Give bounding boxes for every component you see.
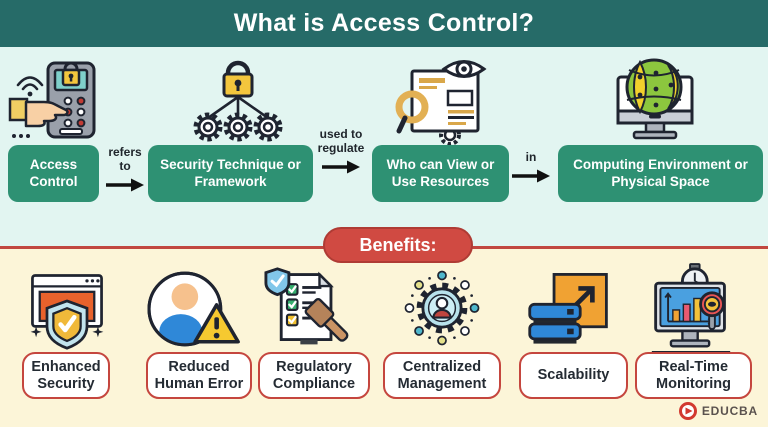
benefit-label: Centralized Management	[397, 358, 487, 392]
gear-network-icon	[404, 270, 480, 346]
connector-label: in	[525, 150, 537, 164]
monitor-chart-icon	[651, 263, 731, 353]
flow-node-label: Computing Environment or Physical Space	[573, 156, 748, 189]
benefit-scalability: Scalability	[519, 352, 628, 399]
flow-node-security-technique: Security Technique or Framework	[148, 145, 313, 202]
benefit-regulatory-compliance: Regulatory Compliance	[258, 352, 370, 399]
card-reader-icon	[8, 61, 96, 139]
shield-browser-icon	[30, 274, 104, 350]
page-title: What is Access Control?	[233, 9, 535, 37]
arrow-right-icon	[106, 178, 144, 192]
benefit-label: Regulatory Compliance	[272, 358, 356, 392]
benefit-reduced-human-error: Reduced Human Error	[146, 352, 252, 399]
benefit-centralized-management: Centralized Management	[383, 352, 501, 399]
computer-globe-icon	[616, 58, 694, 140]
user-warning-icon	[147, 271, 240, 347]
arrow-right-icon	[322, 160, 360, 174]
document-view-icon	[395, 60, 487, 145]
benefit-label: Real-Time Monitoring	[656, 358, 731, 392]
header-banner: What is Access Control?	[0, 0, 768, 47]
flow-node-label: Security Technique or Framework	[160, 156, 301, 189]
checklist-gavel-icon	[264, 267, 349, 345]
arrow-right-icon	[512, 169, 550, 183]
benefits-banner: Benefits:	[323, 227, 473, 263]
connector-in: in	[512, 150, 550, 183]
educba-icon	[678, 402, 697, 420]
brand-logo: EDUCBA	[678, 401, 758, 421]
brand-text: EDUCBA	[701, 404, 758, 418]
flow-node-label: Access Control	[29, 156, 78, 189]
benefit-label: Scalability	[537, 367, 610, 384]
connector-label: used to regulate	[317, 127, 365, 155]
connector-label: refers to	[108, 145, 142, 173]
benefit-label: Reduced Human Error	[154, 358, 244, 392]
flow-node-view-resources: Who can View or Use Resources	[372, 145, 509, 202]
benefit-label: Enhanced Security	[31, 358, 101, 392]
flow-node-access-control: Access Control	[8, 145, 99, 202]
flow-node-environment: Computing Environment or Physical Space	[558, 145, 763, 202]
server-expand-icon	[528, 273, 608, 344]
flow-node-label: Who can View or Use Resources	[386, 156, 495, 189]
connector-used-to-regulate: used to regulate	[318, 127, 364, 174]
benefit-enhanced-security: Enhanced Security	[22, 352, 110, 399]
benefits-banner-label: Benefits:	[359, 234, 437, 255]
lock-hierarchy-icon	[193, 60, 283, 142]
connector-refers-to: refers to	[106, 145, 144, 192]
benefit-real-time-monitoring: Real-Time Monitoring	[635, 352, 752, 399]
